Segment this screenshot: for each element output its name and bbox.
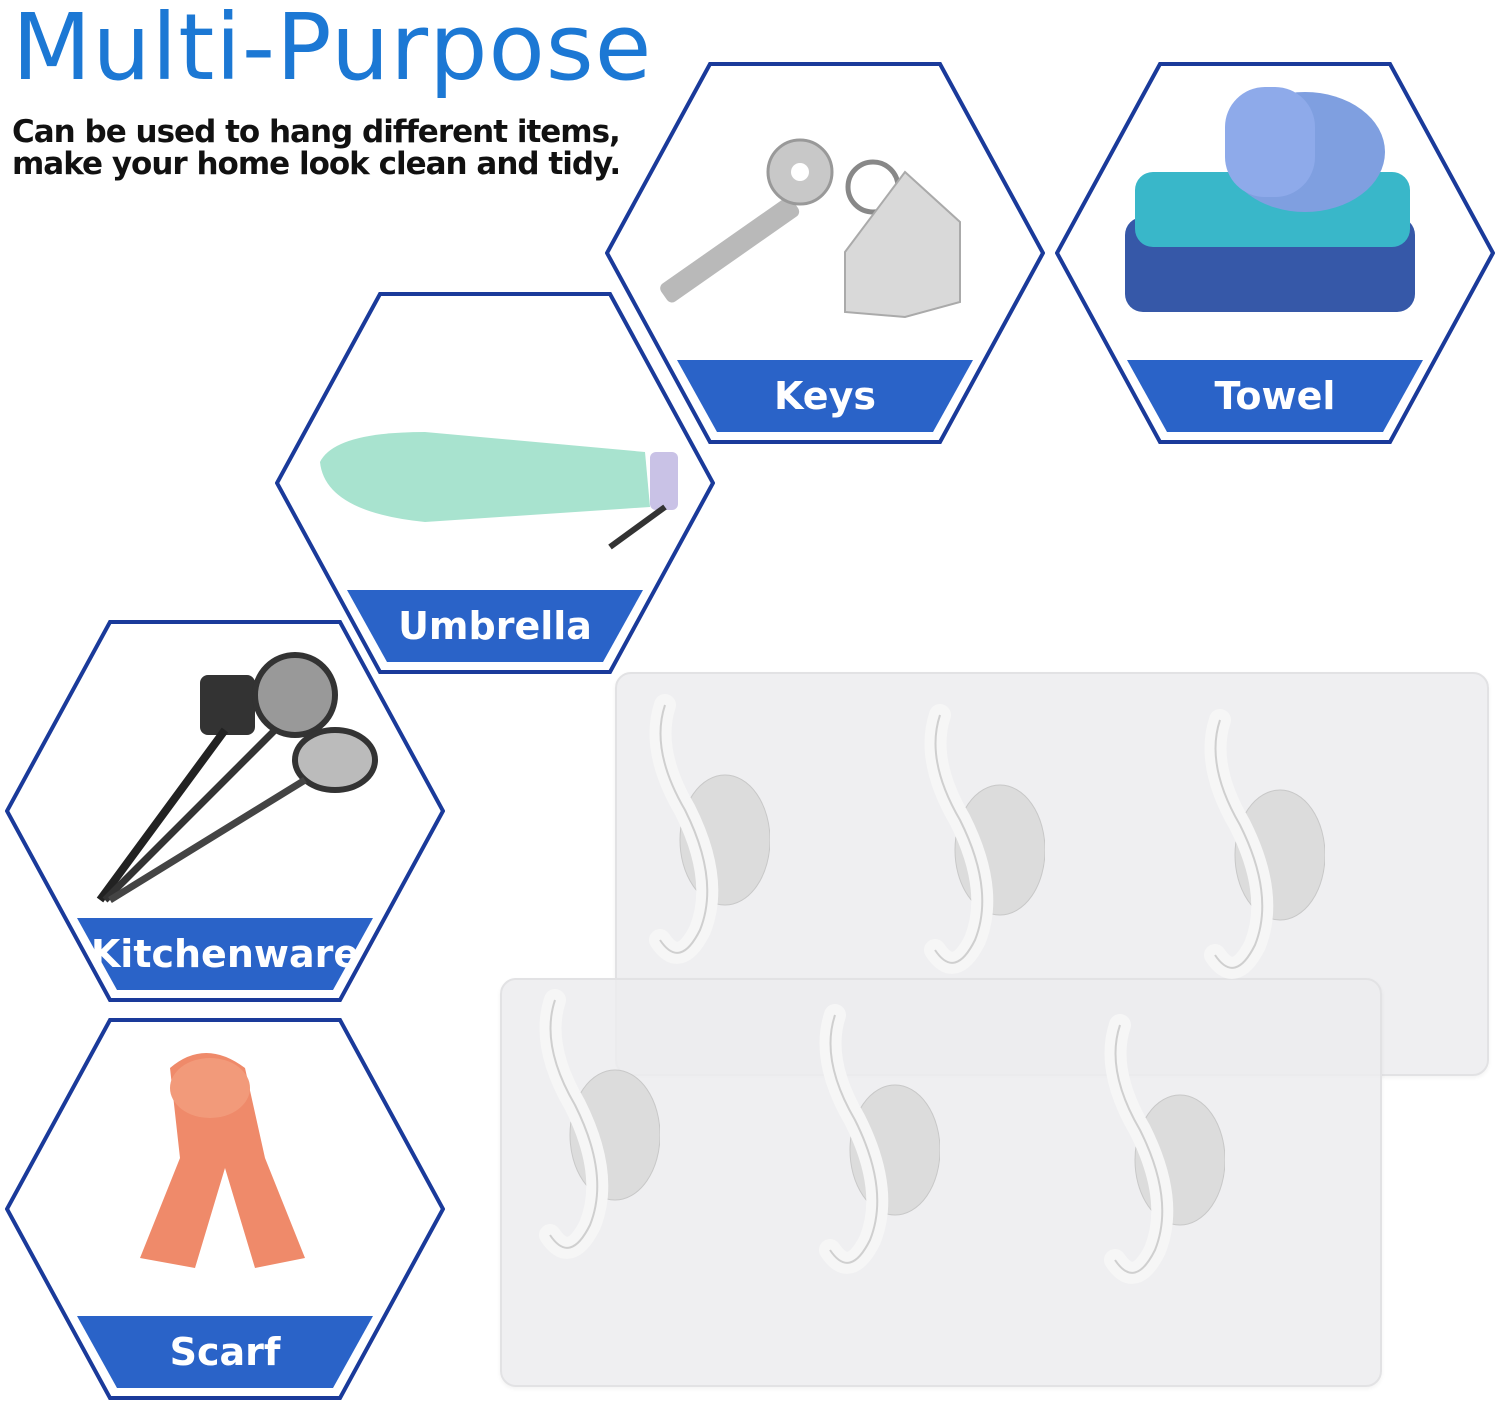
- keys-icon: [660, 138, 961, 319]
- item-keys: Keys: [605, 62, 1045, 444]
- hook: [800, 1000, 941, 1300]
- item-umbrella: Umbrella: [275, 292, 715, 674]
- umbrella-icon: [320, 432, 678, 550]
- item-label: Towel: [1214, 374, 1336, 418]
- item-label: Keys: [774, 374, 876, 418]
- hexagon-frame: [605, 62, 1045, 444]
- item-kitchenware: Kitchenware: [5, 620, 445, 1002]
- item-label: Kitchenware: [90, 932, 360, 976]
- item-label: Scarf: [169, 1330, 281, 1374]
- subtitle-line-2: make your home look clean and tidy.: [12, 146, 621, 182]
- hook: [1085, 1010, 1226, 1310]
- subtitle: Can be used to hang different items, mak…: [12, 114, 621, 182]
- hook: [520, 985, 661, 1285]
- subtitle-line-1: Can be used to hang different items,: [12, 114, 621, 150]
- page-title: Multi-Purpose: [12, 0, 653, 101]
- hook: [905, 700, 1046, 1000]
- scarf-icon: [140, 1053, 305, 1268]
- hook: [630, 690, 771, 990]
- hexagon-frame: [5, 1018, 445, 1400]
- item-towel: Towel: [1055, 62, 1495, 444]
- hook-panel-front: [500, 978, 1382, 1387]
- kitchenware-icon: [96, 652, 378, 903]
- item-label: Umbrella: [398, 604, 592, 648]
- hexagon-frame: [5, 620, 445, 1002]
- towel-icon: [1125, 87, 1415, 312]
- item-scarf: Scarf: [5, 1018, 445, 1400]
- hook: [1185, 705, 1326, 1005]
